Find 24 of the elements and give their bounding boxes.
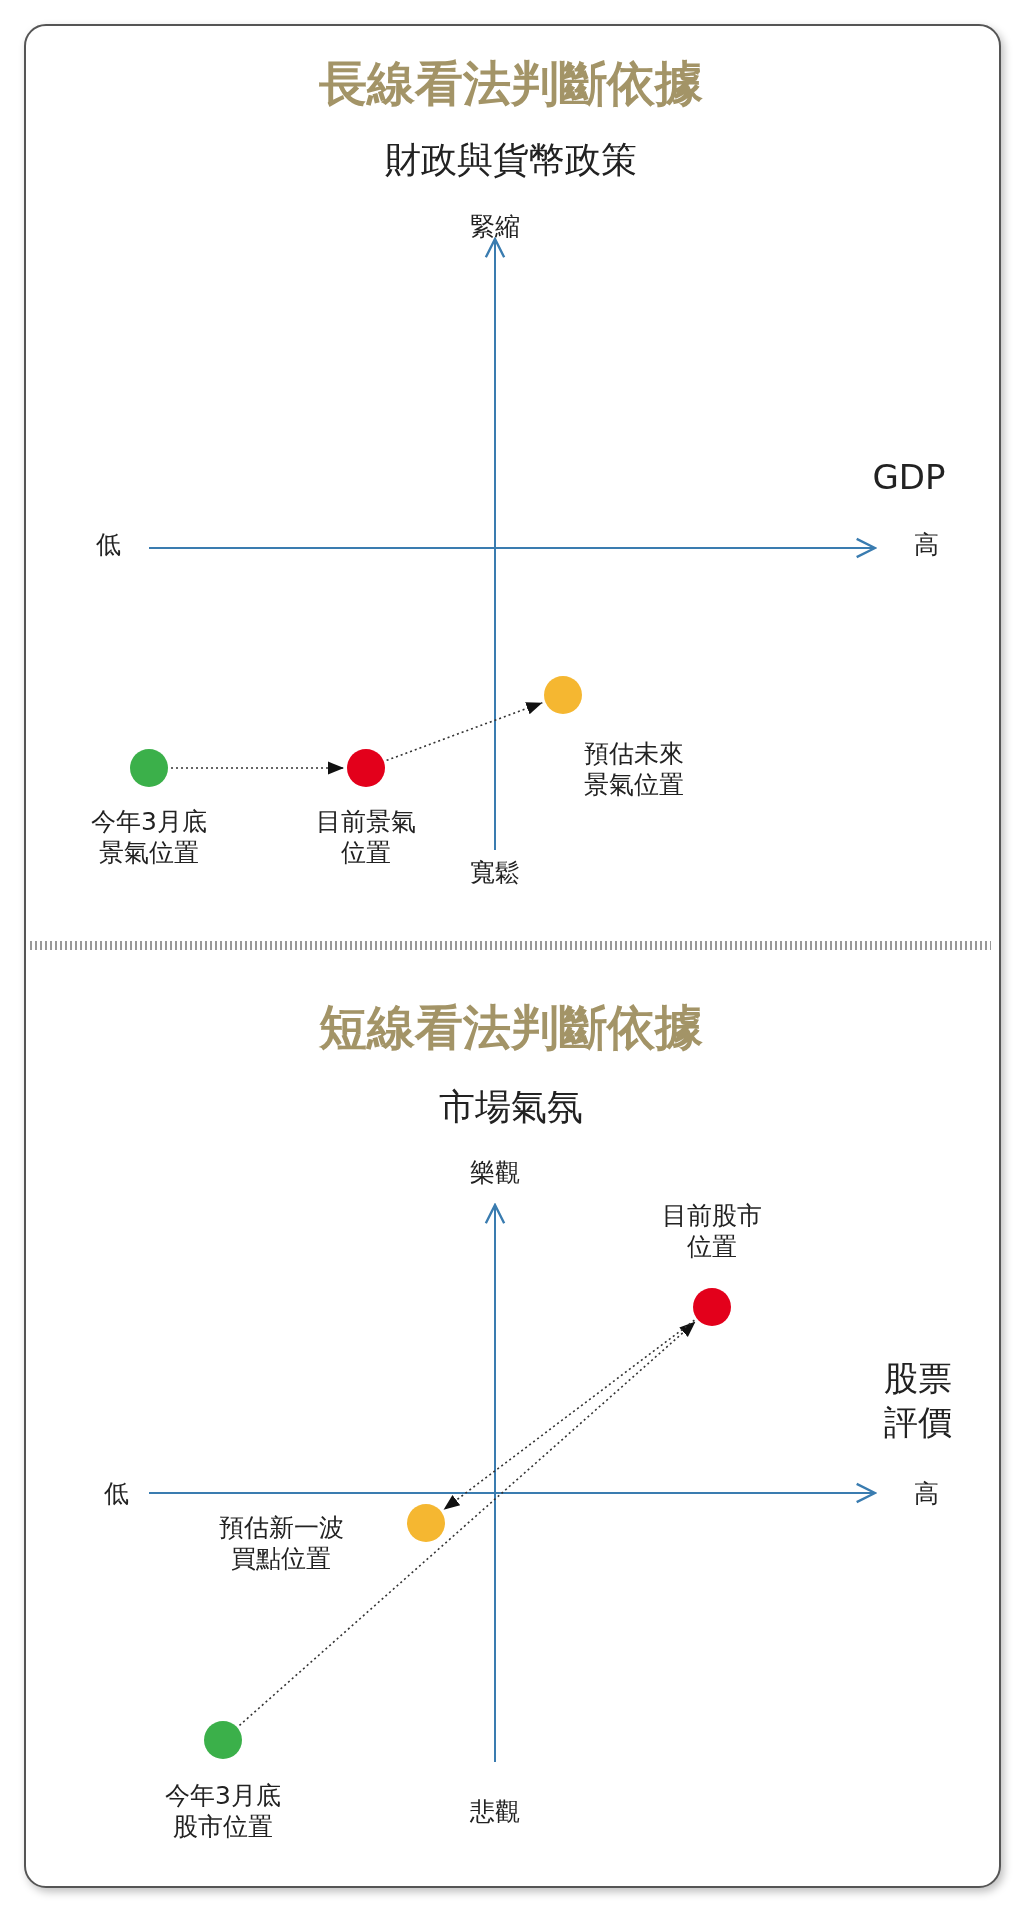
axis-title: 市場氣氛 bbox=[439, 1084, 583, 1129]
axis-label: 寬鬆 bbox=[470, 856, 520, 889]
dot-caption: 預估新一波買點位置 bbox=[217, 1512, 345, 1575]
section-title: 短線看法判斷依據 bbox=[319, 998, 703, 1057]
dot-caption: 目前股市位置 bbox=[661, 1200, 763, 1263]
axis-label: 高 bbox=[913, 1477, 939, 1510]
dotted-arrow bbox=[170, 761, 345, 775]
dotted-arrow bbox=[238, 1320, 697, 1727]
axis-title: 財政與貨幣政策 bbox=[385, 137, 637, 182]
dot-caption: 今年3月底股市位置 bbox=[164, 1780, 282, 1843]
axis-label: 低 bbox=[95, 528, 121, 561]
axis-label: 低 bbox=[103, 1477, 129, 1510]
axis-label: 悲觀 bbox=[470, 1795, 520, 1828]
axis-label: 高 bbox=[913, 528, 939, 561]
dot-caption: 預估未來景氣位置 bbox=[583, 738, 685, 801]
dot-caption: 今年3月底景氣位置 bbox=[90, 806, 208, 869]
dotted-arrow bbox=[385, 701, 544, 762]
axis-title: 股票評價 bbox=[883, 1356, 953, 1444]
dot-caption: 目前景氣位置 bbox=[315, 806, 417, 869]
section-title: 長線看法判斷依據 bbox=[319, 54, 703, 113]
axis-title: GDP bbox=[872, 457, 946, 497]
dotted-arrow bbox=[442, 1319, 696, 1511]
axis-label: 樂觀 bbox=[470, 1156, 520, 1189]
axis-label: 緊縮 bbox=[470, 210, 520, 243]
